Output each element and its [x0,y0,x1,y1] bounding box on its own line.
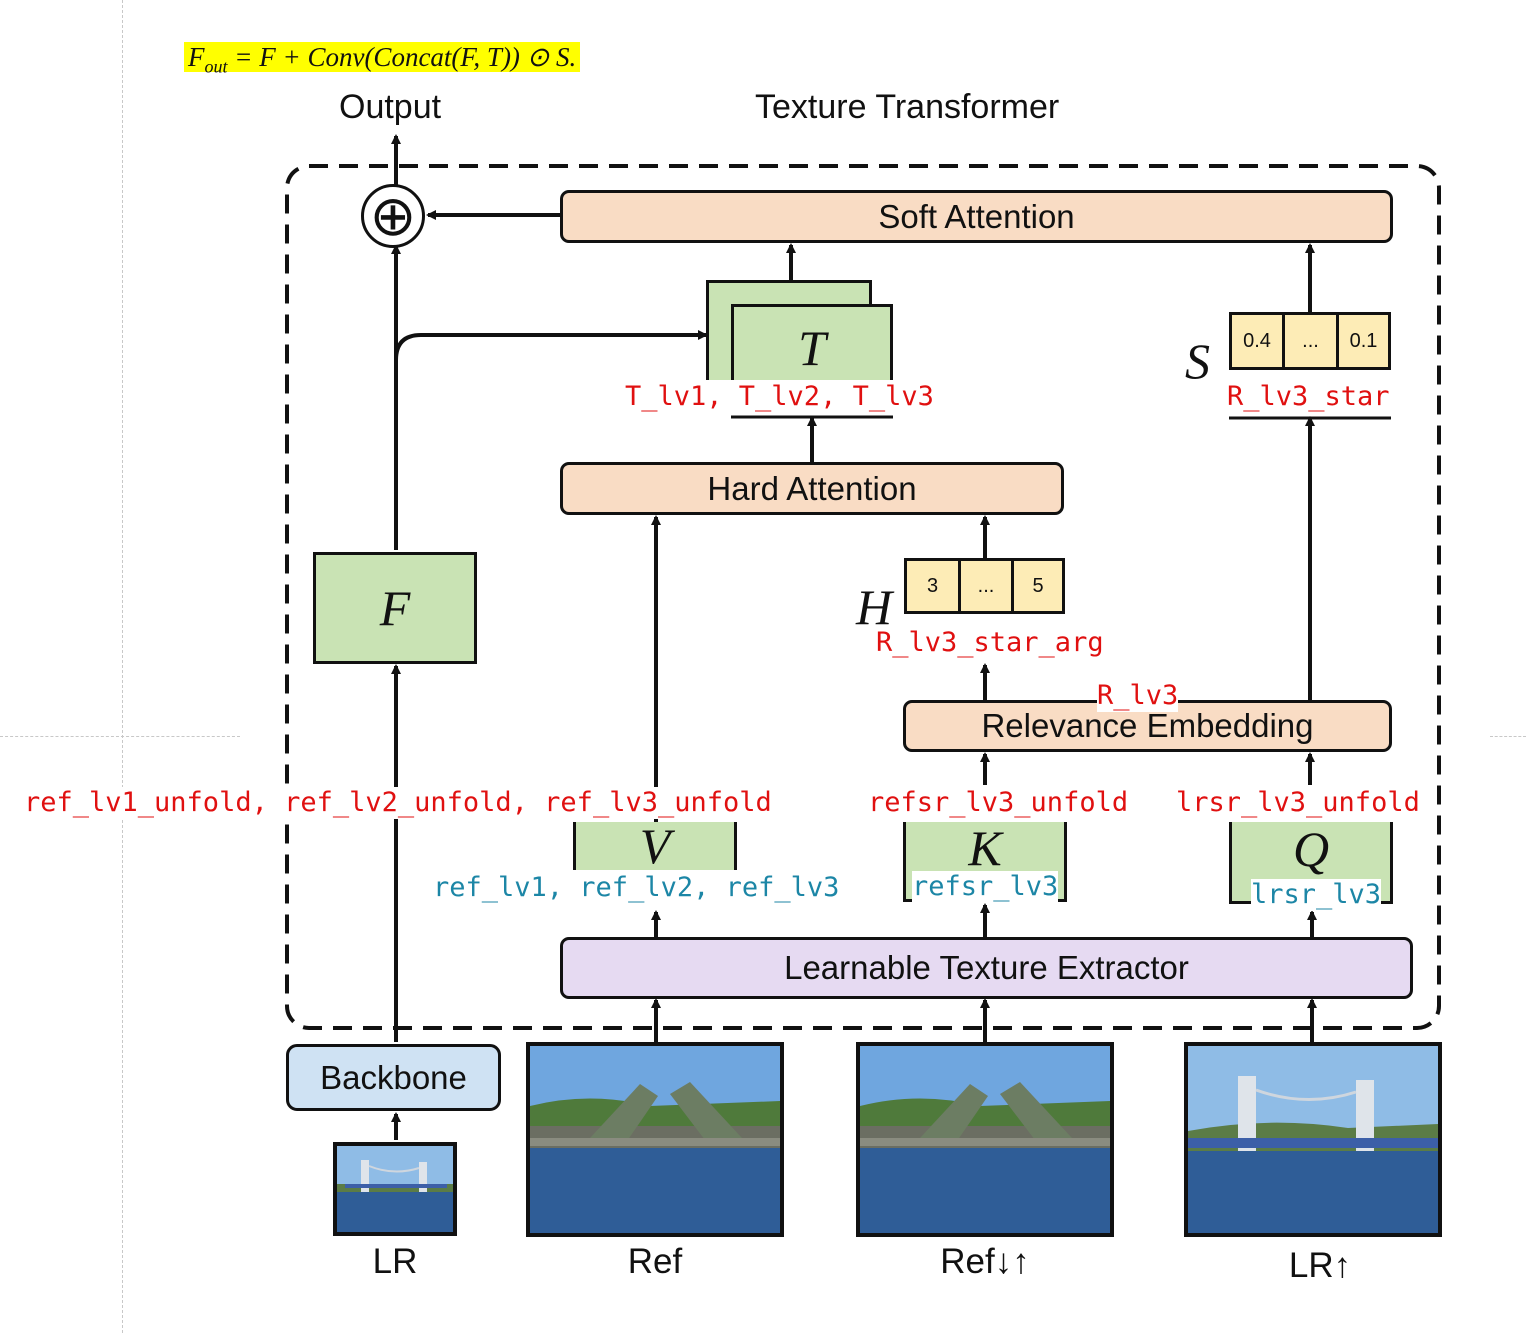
lrsr-unfold-annotation: lrsr_lv3_unfold [1176,787,1420,819]
refsr-unfold-annotation: refsr_lv3_unfold [868,787,1129,819]
backbone-block: Backbone [286,1044,501,1111]
R-star-arg-annotation: R_lv3_star_arg [876,627,1104,659]
ref-down-up-caption: Ref↓↑ [940,1242,1030,1281]
H-label: H [856,579,893,635]
add-operator-icon: ⊕ [361,184,425,248]
K-symbol: K [968,822,1002,876]
H-cell: 3 [904,558,961,614]
F-symbol: F [379,580,411,636]
lr-image [333,1142,457,1236]
feature-F-block: F [313,552,477,664]
V-symbol: V [639,822,671,870]
S-cell: ... [1282,312,1339,370]
output-formula: Fout = F + Conv(Concat(F, T)) ⊙ S. [184,42,581,76]
output-title: Output [339,88,442,126]
ref-image [526,1042,784,1237]
lr-caption: LR [372,1242,418,1281]
value-V-block: V [573,822,737,870]
R-annotation: R_lv3 [1097,680,1179,712]
soft-attention-block: Soft Attention [560,190,1393,243]
texture-extractor-block: Learnable Texture Extractor [560,937,1413,999]
lrsr-level-annotation: lrsr_lv3 [1251,879,1382,911]
arrow-F-to-T [394,330,708,370]
guide-line-vertical [122,0,123,1333]
S-cell: 0.4 [1229,312,1285,370]
refsr-level-annotation: refsr_lv3 [912,871,1059,903]
R-star-annotation: R_lv3_star [1227,381,1390,413]
hard-attention-block: Hard Attention [560,462,1064,515]
T-symbol: T [798,320,826,376]
lr-up-caption: LR↑ [1288,1246,1352,1285]
ref-unfold-annotation: ref_lv1_unfold, ref_lv2_unfold, ref_lv3_… [24,787,772,819]
module-title: Texture Transformer [755,88,1060,126]
ref-levels-annotation: ref_lv1, ref_lv2, ref_lv3 [433,872,840,904]
H-cell: 5 [1011,558,1065,614]
formula-lhs: F [188,42,205,72]
texture-transformer-boundary [285,164,1441,1030]
H-cell: ... [958,558,1014,614]
ref-down-up-image [856,1042,1114,1237]
S-cell: 0.1 [1336,312,1391,370]
formula-rhs: = F + Conv(Concat(F, T)) ⊙ S. [227,42,577,72]
formula-lhs-sub: out [204,56,228,77]
guide-line-right [1490,736,1526,737]
Q-symbol: Q [1292,822,1330,877]
ref-caption: Ref [627,1242,683,1281]
guide-line-left [0,736,240,737]
texture-T-front-block: T [731,304,893,380]
T-levels-annotation: T_lv1, T_lv2, T_lv3 [625,381,934,413]
lr-up-image [1184,1042,1442,1237]
S-label: S [1185,333,1210,389]
